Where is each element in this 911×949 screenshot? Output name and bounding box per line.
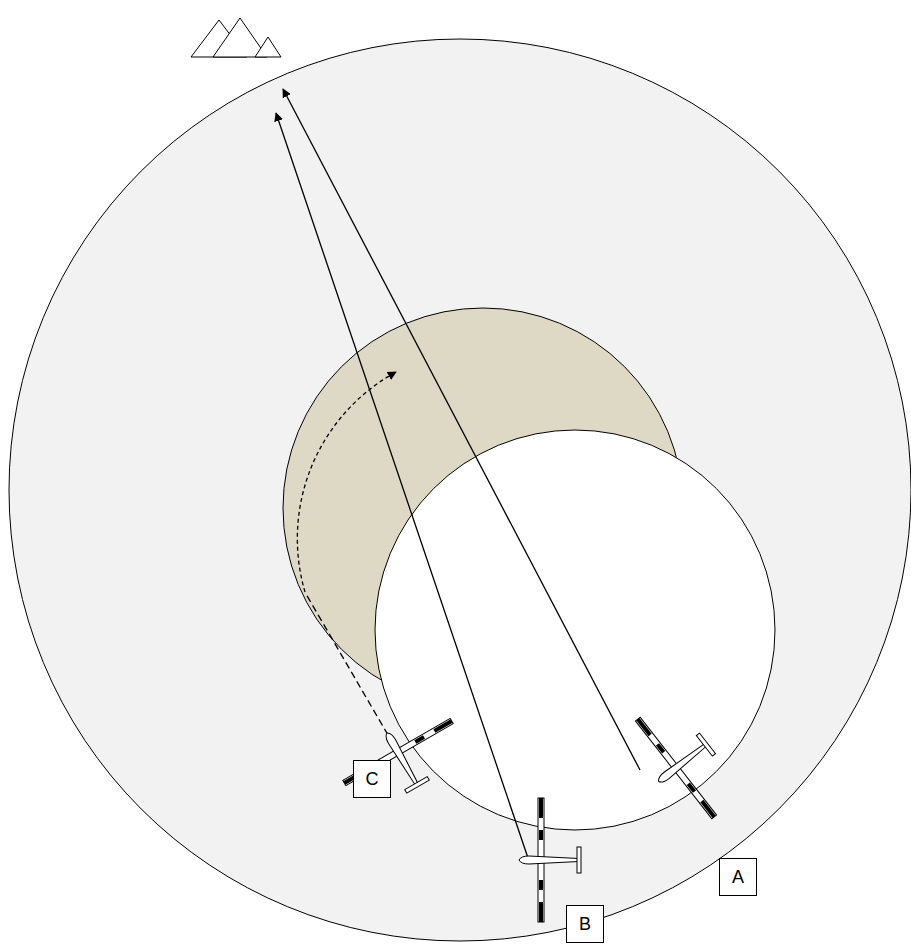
- track-a: [283, 89, 640, 770]
- label-box: C: [353, 760, 391, 798]
- callout-letter: A: [732, 868, 744, 886]
- outer-circle: [9, 39, 911, 941]
- glider-b: [519, 798, 581, 922]
- track-c: [306, 594, 388, 735]
- glider-c: [333, 702, 471, 818]
- label-box: A: [719, 858, 757, 896]
- glider-a: [620, 695, 745, 831]
- mountains: [191, 18, 281, 57]
- callout-letter: C: [366, 770, 379, 788]
- track-c-arc: [297, 372, 396, 592]
- label-box: B: [566, 905, 604, 943]
- callout-letter: B: [579, 915, 591, 933]
- track-b: [276, 113, 528, 858]
- thermal-circle: [375, 430, 775, 830]
